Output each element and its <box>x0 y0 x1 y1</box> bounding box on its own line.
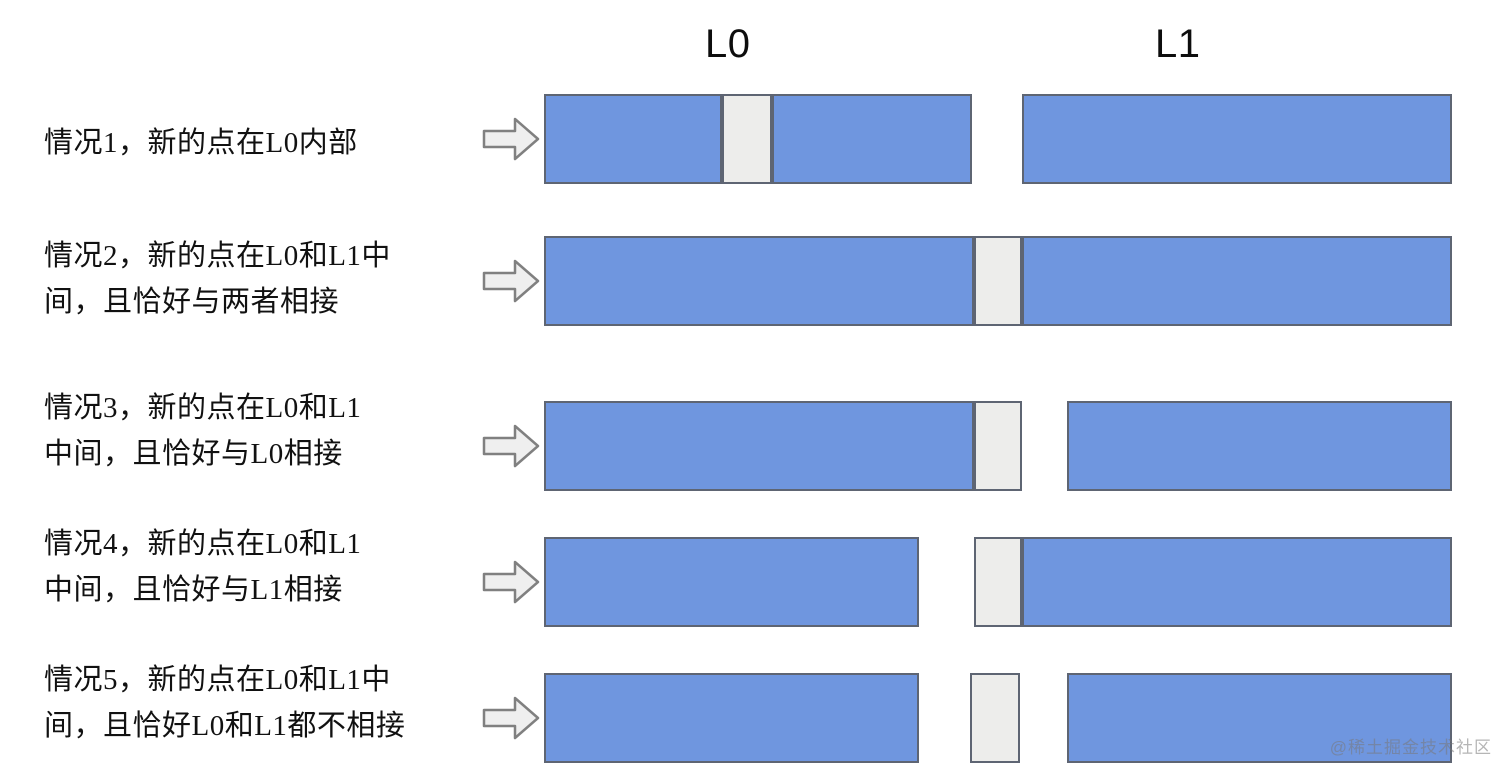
row-4-new-point <box>974 537 1022 627</box>
row-1-new-point <box>722 94 772 184</box>
row-1-l0-left-part <box>544 94 722 184</box>
row-1-l0-right-part <box>772 94 972 184</box>
row-label-case-1: 情况1，新的点在L0内部 <box>44 127 358 159</box>
column-header-l1: L1 <box>1155 22 1201 66</box>
row-2-l1-bar <box>1022 236 1452 326</box>
column-header-l0: L0 <box>705 22 751 66</box>
row-2-new-point <box>974 236 1022 326</box>
row-2-l0-bar <box>544 236 974 326</box>
arrow-right-icon <box>482 115 540 163</box>
row-1-l1-bar <box>1022 94 1452 184</box>
row-label-case-3: 情况3，新的点在L0和L1 中间，且恰好与L0相接 <box>44 392 362 470</box>
row-5-new-point <box>970 673 1020 763</box>
row-label-case-2: 情况2，新的点在L0和L1中 间，且恰好与两者相接 <box>44 240 391 318</box>
row-5-l1-bar <box>1067 673 1452 763</box>
row-3-l0-bar <box>544 401 974 491</box>
arrow-right-icon <box>482 422 540 470</box>
row-4-l0-bar <box>544 537 919 627</box>
arrow-right-icon <box>482 558 540 606</box>
arrow-right-icon <box>482 694 540 742</box>
row-label-case-5: 情况5，新的点在L0和L1中 间，且恰好L0和L1都不相接 <box>44 664 406 742</box>
arrow-right-icon <box>482 257 540 305</box>
row-3-new-point <box>974 401 1022 491</box>
row-label-case-4: 情况4，新的点在L0和L1 中间，且恰好与L1相接 <box>44 528 362 606</box>
row-4-l1-bar <box>1022 537 1452 627</box>
row-3-l1-bar <box>1067 401 1452 491</box>
row-5-l0-bar <box>544 673 919 763</box>
